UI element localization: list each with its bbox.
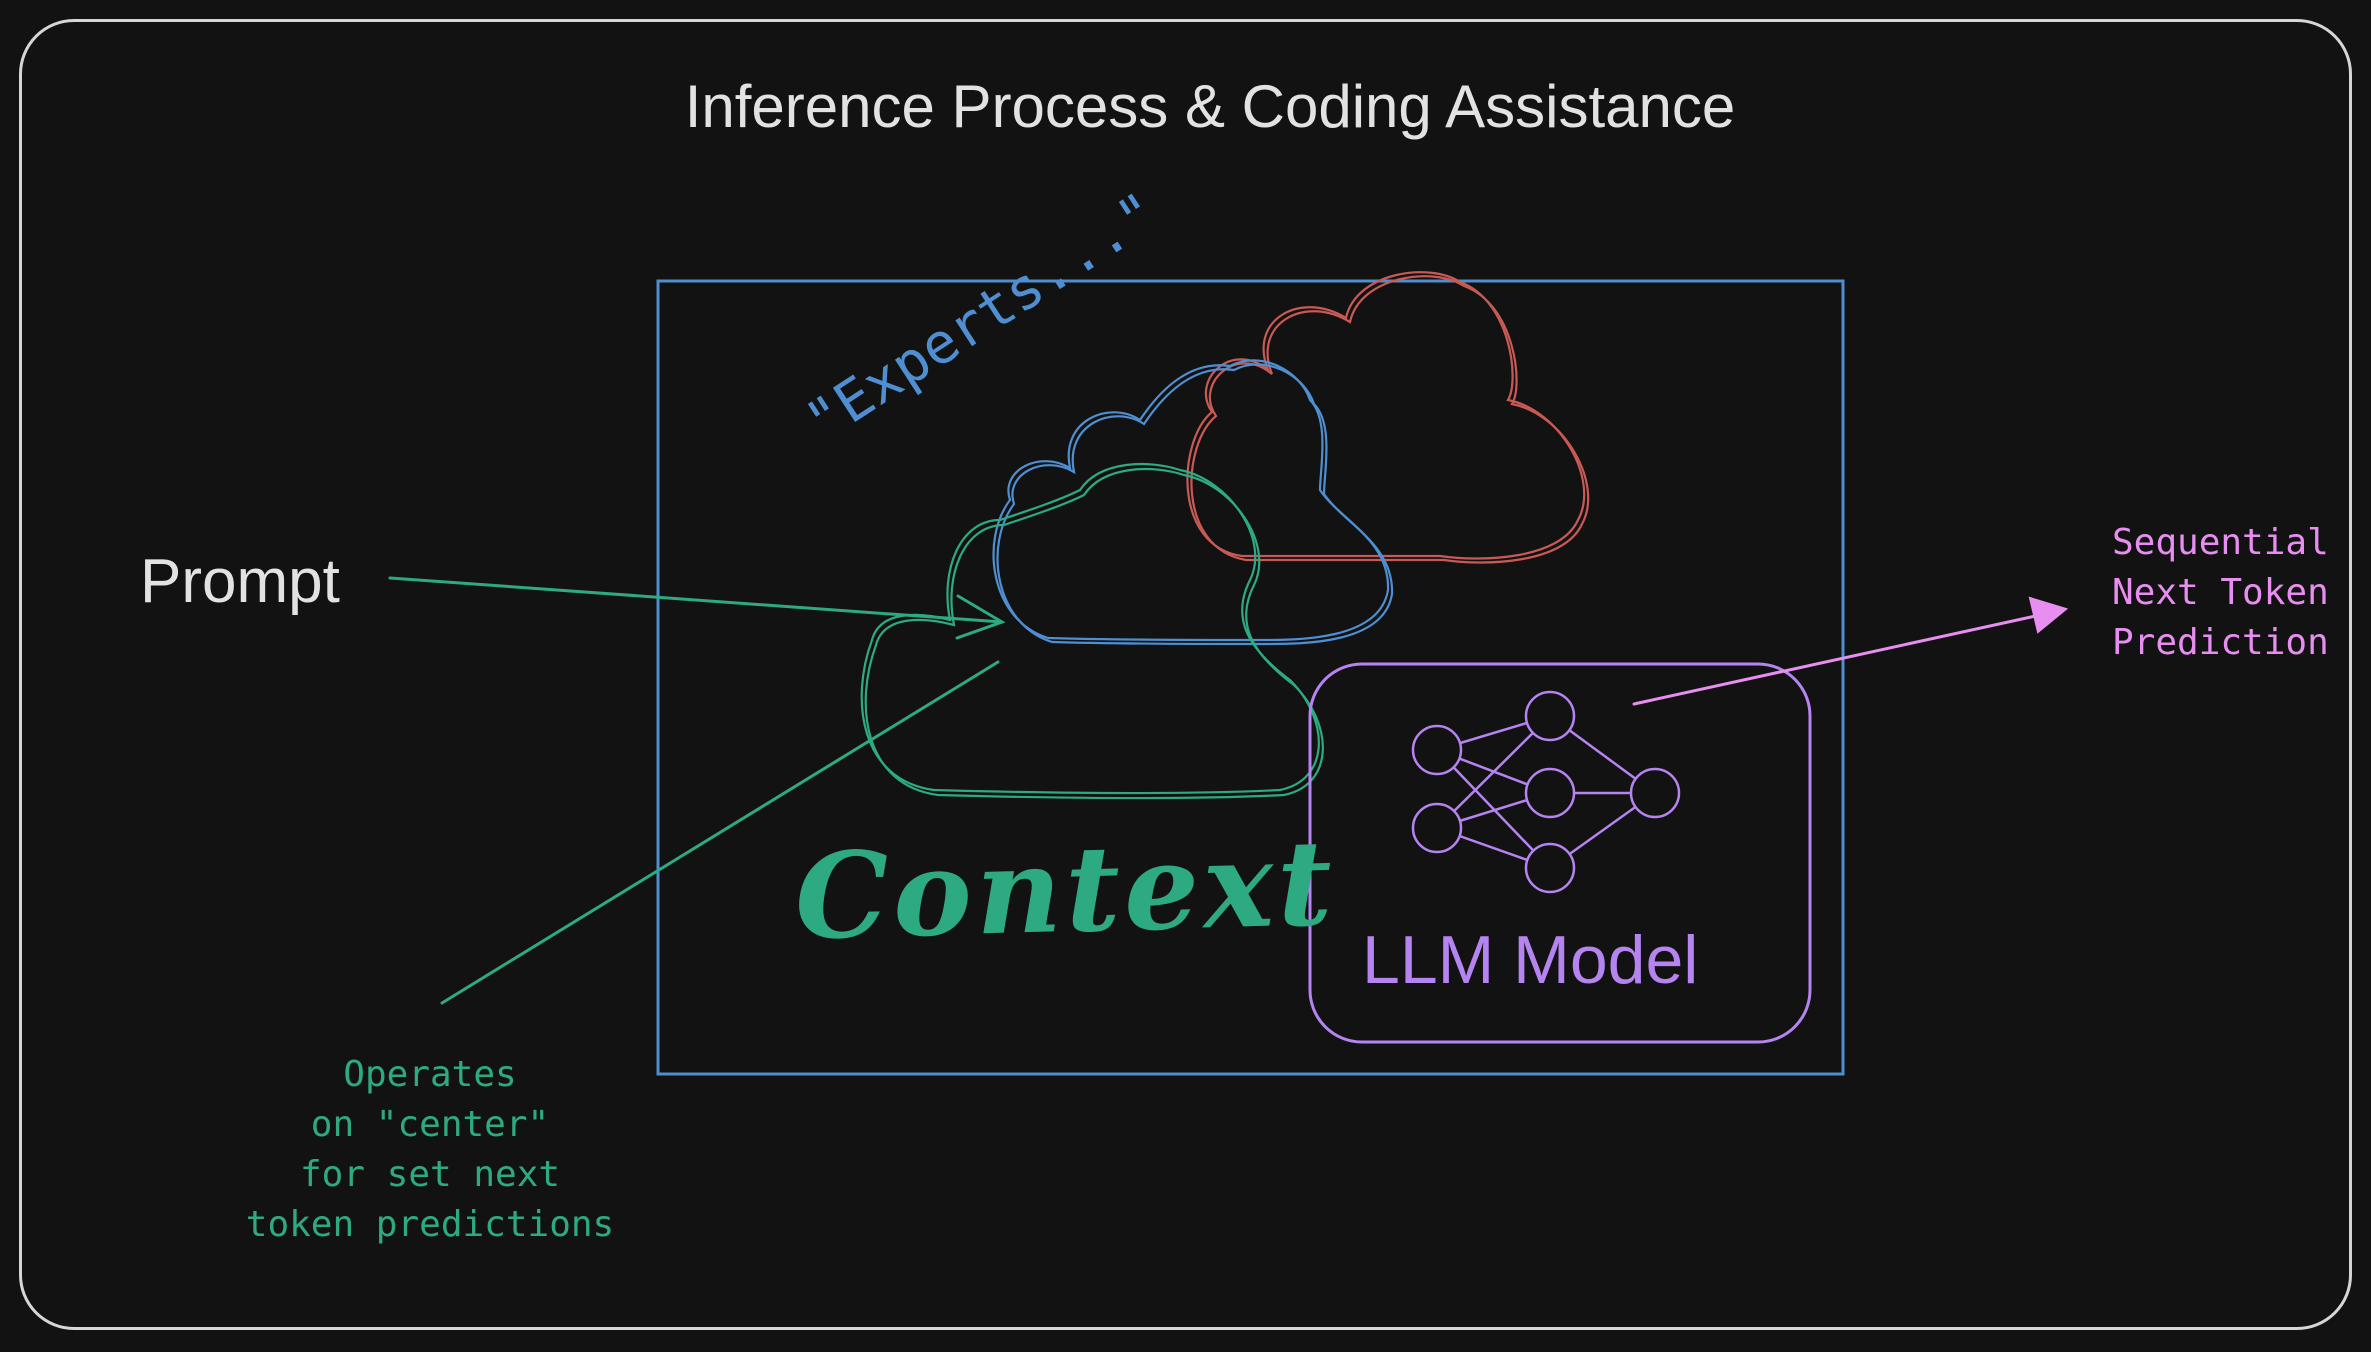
- prompt-arrow: [388, 576, 1006, 640]
- context-label: Context: [793, 812, 1338, 967]
- prompt-label: Prompt: [140, 547, 340, 616]
- llm-model-label: LLM Model: [1362, 922, 1699, 998]
- diagram-title: Inference Process & Coding Assistance: [684, 73, 1736, 140]
- output-arrow: [1632, 596, 2069, 706]
- center-note: Operates on "center" for set next token …: [245, 1054, 615, 1245]
- blue-cloud: [992, 359, 1394, 646]
- center-note-line: [440, 660, 1000, 1005]
- red-cloud: [1186, 271, 1590, 564]
- outer-frame: [19, 19, 2352, 1330]
- neural-network-icon: [1411, 690, 1681, 894]
- llm-box: [1308, 662, 1812, 1044]
- output-note: Sequential Next Token Prediction: [2112, 522, 2329, 663]
- green-cloud: [860, 462, 1324, 800]
- context-box: [656, 279, 1845, 1076]
